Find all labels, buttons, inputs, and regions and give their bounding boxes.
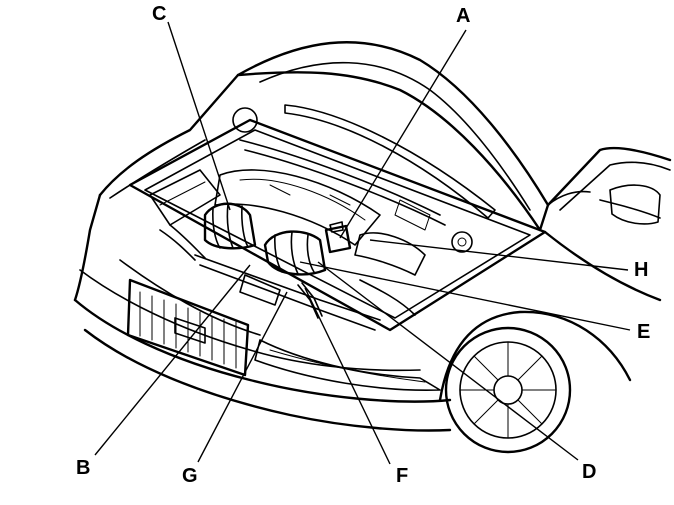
leader-b — [94, 264, 251, 456]
callout-d: D — [582, 461, 597, 483]
leader-e — [299, 261, 631, 331]
callout-g: G — [182, 465, 198, 487]
engine-bay — [128, 107, 547, 332]
leader-c — [167, 21, 231, 211]
leader-lines — [94, 21, 631, 465]
callout-f: F — [396, 465, 409, 487]
leader-f — [304, 287, 391, 465]
leader-g — [197, 291, 288, 463]
callout-c: C — [152, 3, 167, 25]
callout-h: H — [634, 259, 649, 281]
leader-h — [369, 239, 629, 271]
callout-b: B — [76, 457, 91, 479]
leader-a — [339, 29, 467, 239]
car-body — [73, 41, 672, 454]
leader-d — [317, 261, 579, 461]
callout-a: A — [456, 5, 471, 27]
callout-e: E — [637, 321, 651, 343]
